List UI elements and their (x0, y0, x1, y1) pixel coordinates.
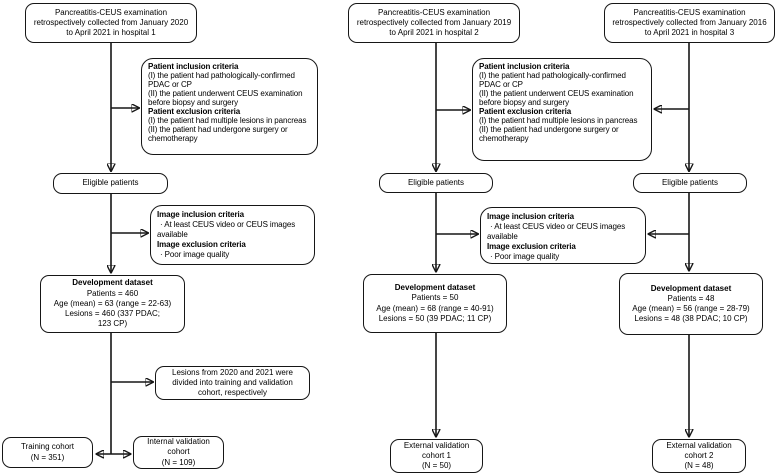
image-exclusion-item-1: · Poor image quality (490, 252, 560, 262)
hospital2-age-stat: Age (mean) = 68 (range = 40-91) (376, 303, 494, 313)
hospital1-patients-count: Patients = 460 (86, 288, 139, 298)
eligible-patients-label: Eligible patients (407, 177, 465, 187)
hospital1-development-dataset-box: Development dataset Patients = 460 Age (… (40, 275, 185, 333)
development-dataset-header: Development dataset (394, 283, 476, 293)
hospital2-lesions-stat: Lesions = 50 (39 PDAC; 11 CP) (378, 313, 492, 323)
patient-exclusion-header: Patient exclusion criteria (479, 106, 572, 116)
patient-inclusion-item-2: (II) the patient underwent CEUS examinat… (148, 88, 303, 107)
hospital1-patient-criteria-box: Patient inclusion criteria (I) the patie… (141, 58, 318, 155)
eligible-patients-label: Eligible patients (82, 178, 139, 188)
hospital2-development-dataset-box: Development dataset Patients = 50 Age (m… (363, 274, 507, 333)
hospital1-source-box: Pancreatitis-CEUS examination retrospect… (25, 3, 197, 43)
patient-inclusion-item-1: (I) the patient had pathologically-confi… (148, 70, 295, 89)
patient-exclusion-item-1: (I) the patient had multiple lesions in … (479, 115, 638, 125)
image-exclusion-header: Image exclusion criteria (487, 242, 576, 252)
hospital1-lesions-stat-line2: 123 CP) (97, 319, 128, 329)
development-dataset-header: Development dataset (72, 278, 153, 288)
external-validation-cohort1-box: External validation cohort 1 (N = 50) (390, 439, 483, 473)
hospital3-patients-count: Patients = 48 (667, 293, 715, 303)
training-cohort-label: Training cohort (20, 442, 75, 452)
internal-validation-label-line2: cohort (167, 447, 190, 457)
image-inclusion-item-1: · At least CEUS video or CEUS images ava… (157, 220, 296, 240)
hospital2-source-box: Pancreatitis-CEUS examination retrospect… (348, 3, 520, 43)
hospital1-split-note-box: Lesions from 2020 and 2021 were divided … (155, 366, 310, 400)
hospital3-eligible-patients-box: Eligible patients (633, 173, 747, 193)
hospital2-eligible-patients-box: Eligible patients (379, 173, 493, 193)
hospital3-source-box: Pancreatitis-CEUS examination retrospect… (604, 3, 775, 43)
patient-inclusion-item-2: (II) the patient underwent CEUS examinat… (479, 88, 634, 107)
image-exclusion-header: Image exclusion criteria (157, 240, 246, 250)
hospital2-patients-count: Patients = 50 (411, 293, 459, 303)
external-validation2-count: (N = 48) (684, 461, 714, 471)
patient-exclusion-header: Patient exclusion criteria (148, 106, 241, 116)
eligible-patients-label: Eligible patients (661, 177, 719, 187)
hospital2-source-text: Pancreatitis-CEUS examination retrospect… (356, 7, 512, 38)
image-inclusion-header: Image inclusion criteria (157, 210, 244, 219)
internal-validation-count: (N = 109) (161, 457, 196, 467)
hospital1-age-stat: Age (mean) = 63 (range = 22-63) (53, 298, 172, 308)
patient-inclusion-item-1: (I) the patient had pathologically-confi… (479, 70, 626, 89)
hospital1-lesions-stat-line1: Lesions = 460 (337 PDAC; (65, 309, 160, 319)
external-validation1-label-line1: External validation (403, 440, 470, 450)
hospital23-image-criteria-box: Image inclusion criteria · At least CEUS… (480, 207, 646, 264)
development-dataset-header: Development dataset (650, 283, 732, 293)
external-validation1-count: (N = 50) (421, 461, 452, 471)
image-inclusion-header: Image inclusion criteria (487, 212, 574, 221)
hospital1-image-criteria-box: Image inclusion criteria · At least CEUS… (150, 205, 315, 265)
hospital23-patient-criteria-box: Patient inclusion criteria (I) the patie… (472, 58, 652, 161)
patient-inclusion-header: Patient inclusion criteria (479, 62, 570, 71)
hospital3-development-dataset-box: Development dataset Patients = 48 Age (m… (619, 273, 763, 335)
internal-validation-label-line1: Internal validation (147, 437, 210, 447)
external-validation1-label-line2: cohort 1 (422, 450, 451, 460)
external-validation-cohort2-box: External validation cohort 2 (N = 48) (652, 439, 746, 473)
external-validation2-label-line2: cohort 2 (684, 450, 714, 460)
patient-inclusion-header: Patient inclusion criteria (148, 62, 239, 71)
internal-validation-cohort-box: Internal validation cohort (N = 109) (133, 436, 224, 469)
hospital3-lesions-stat: Lesions = 48 (38 PDAC; 10 CP) (634, 314, 748, 324)
image-exclusion-item-1: · Poor image quality (160, 250, 230, 260)
hospital3-age-stat: Age (mean) = 56 (range = 28-79) (632, 304, 750, 313)
hospital3-source-text: Pancreatitis-CEUS examination retrospect… (612, 7, 767, 38)
patient-exclusion-item-2: (II) the patient had undergone surgery o… (479, 124, 619, 143)
patient-exclusion-item-1: (I) the patient had multiple lesions in … (148, 115, 307, 125)
patient-exclusion-item-2: (II) the patient had undergone surgery o… (148, 124, 288, 143)
image-inclusion-item-1: · At least CEUS video or CEUS images ava… (487, 222, 626, 242)
training-cohort-count: (N = 351) (30, 452, 65, 462)
hospital1-split-note-text: Lesions from 2020 and 2021 were divided … (172, 367, 293, 398)
hospital1-eligible-patients-box: Eligible patients (53, 173, 168, 194)
external-validation2-label-line1: External validation (666, 440, 732, 450)
training-cohort-box: Training cohort (N = 351) (2, 437, 93, 468)
hospital1-source-text: Pancreatitis-CEUS examination retrospect… (33, 7, 189, 38)
